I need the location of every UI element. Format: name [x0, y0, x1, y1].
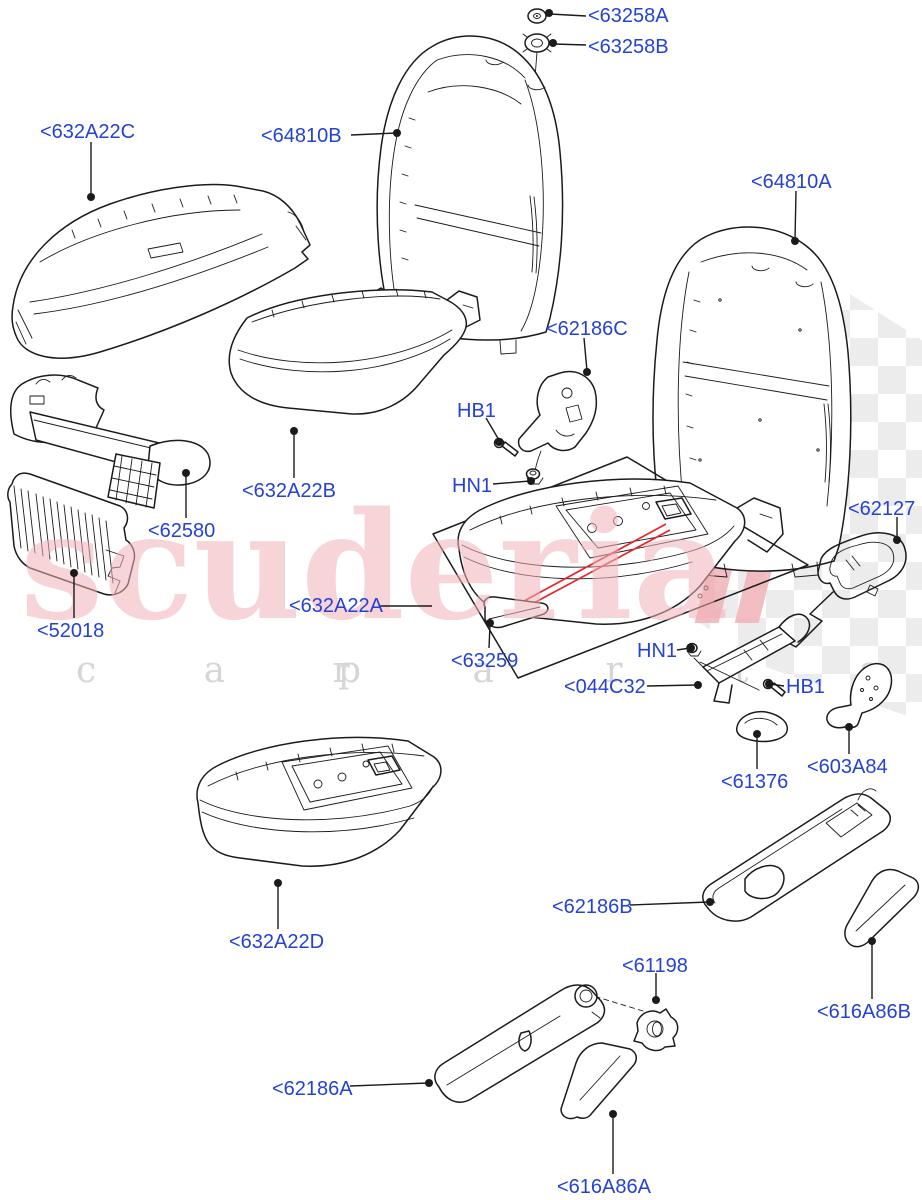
part-label-HB1a[interactable]: HB1 [457, 400, 496, 422]
part-label-044C32[interactable]: <044C32 [564, 676, 646, 698]
drawing-cushion-pad-632A22B [228, 288, 481, 415]
part-label-616A86B[interactable]: <616A86B [817, 1001, 911, 1023]
drawing-trim-616A86B [844, 868, 920, 948]
watermark-parts-text: p a r t s [338, 650, 922, 691]
drawing-trim-616A86A [560, 1042, 637, 1120]
drawing-bolt-HB1-lower [762, 678, 786, 697]
drawing-washer-63258A [527, 8, 547, 24]
drawing-valance-62186A [434, 984, 644, 1103]
part-label-63258A[interactable]: <63258A [588, 5, 669, 27]
part-label-64810B[interactable]: <64810B [261, 125, 342, 147]
part-label-62186B[interactable]: <62186B [552, 896, 633, 918]
part-label-52018[interactable]: <52018 [37, 620, 105, 642]
drawing-track-mechanism-044C32 [693, 613, 811, 704]
part-label-632A22D[interactable]: <632A22D [229, 931, 325, 953]
part-label-62127[interactable]: <62127 [848, 498, 916, 520]
drawing-nut-HN1-lower [686, 642, 702, 657]
drawing-cushion-pad-632A22D [196, 736, 442, 867]
part-label-62580[interactable]: <62580 [148, 520, 216, 542]
drawing-heater-element-52018 [7, 472, 136, 596]
part-label-64810A[interactable]: <64810A [751, 171, 832, 193]
drawing-knob-61198 [633, 1008, 679, 1052]
drawing-cushion-assembly-632A22A [432, 456, 809, 679]
drawing-bracket-603A84 [826, 662, 893, 729]
part-label-HN1b[interactable]: HN1 [637, 640, 678, 662]
part-label-632A22A[interactable]: <632A22A [289, 595, 383, 617]
part-label-632A22B[interactable]: <632A22B [242, 480, 336, 502]
drawing-bracket-62186C [517, 370, 598, 478]
drawing-seat-back-pad-64810A [652, 226, 852, 578]
drawing-duct-62580 [9, 374, 211, 509]
part-label-61376[interactable]: <61376 [721, 771, 789, 793]
part-label-HB1b[interactable]: HB1 [786, 676, 825, 698]
part-label-616A86A[interactable]: <616A86A [557, 1176, 651, 1198]
part-label-61198[interactable]: <61198 [622, 955, 688, 977]
drawing-handle-61376 [735, 710, 789, 743]
part-label-603A84[interactable]: <603A84 [807, 756, 888, 778]
watermark-car-text: c a r [76, 650, 398, 691]
drawing-bolt-HB1-upper [493, 437, 519, 457]
drawing-seat-back-cover-64810B [370, 35, 564, 355]
drawing-nut-HN1-upper [525, 468, 544, 485]
drawing-cover-632A22C [11, 183, 311, 359]
part-label-62186A[interactable]: <62186A [272, 1078, 353, 1100]
part-label-63259[interactable]: <63259 [451, 650, 519, 672]
part-label-62186C[interactable]: <62186C [546, 318, 628, 340]
part-label-HN1a[interactable]: HN1 [452, 475, 493, 497]
part-label-63258B[interactable]: <63258B [588, 36, 669, 58]
part-label-632A22C[interactable]: <632A22C [40, 121, 136, 143]
